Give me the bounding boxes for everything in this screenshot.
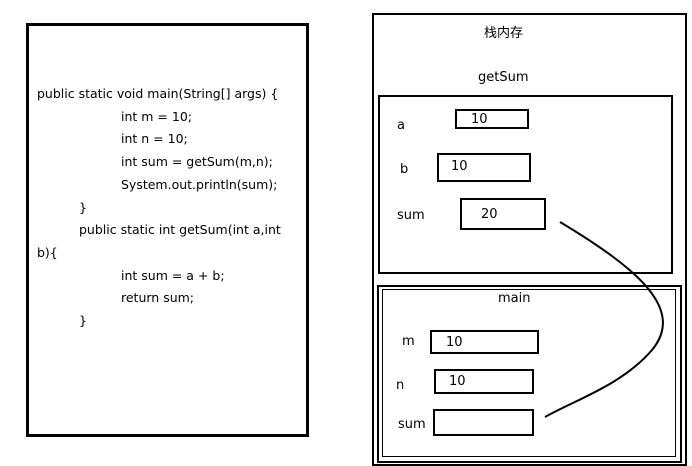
var-label-a: a bbox=[397, 118, 405, 133]
code-line: int n = 10; bbox=[121, 131, 188, 146]
code-line: public static void main(String[] args) { bbox=[37, 86, 279, 101]
var-label-n: n bbox=[396, 378, 405, 393]
code-line: int sum = a + b; bbox=[121, 268, 225, 283]
var-value-n: 10 bbox=[449, 374, 466, 389]
main-frame-outer bbox=[377, 285, 682, 463]
var-value-m: 10 bbox=[446, 335, 463, 350]
code-line: public static int getSum(int a,int bbox=[79, 222, 281, 237]
code-line: } bbox=[79, 313, 87, 328]
var-label-sum-getsum: sum bbox=[397, 208, 425, 223]
getsum-frame-title: getSum bbox=[478, 70, 529, 85]
code-panel bbox=[26, 23, 309, 437]
code-line: return sum; bbox=[121, 290, 195, 305]
var-cell-sum-getsum: 20 bbox=[460, 198, 546, 230]
var-label-m: m bbox=[402, 334, 415, 349]
code-line: } bbox=[79, 200, 87, 215]
code-line: System.out.println(sum); bbox=[121, 177, 278, 192]
var-label-sum-main: sum bbox=[398, 417, 426, 432]
var-value-b: 10 bbox=[451, 159, 468, 174]
stack-title: 栈内存 bbox=[484, 26, 524, 41]
var-cell-sum-main bbox=[433, 409, 534, 436]
main-frame-title: main bbox=[498, 291, 531, 306]
main-frame bbox=[382, 289, 676, 457]
code-line: b){ bbox=[37, 245, 58, 260]
code-line: int m = 10; bbox=[121, 109, 192, 124]
getsum-frame bbox=[378, 95, 673, 274]
code-line: int sum = getSum(m,n); bbox=[121, 154, 273, 169]
var-cell-b: 10 bbox=[437, 153, 531, 182]
var-cell-m: 10 bbox=[430, 330, 539, 354]
return-arrow-path bbox=[544, 221, 664, 418]
var-label-b: b bbox=[400, 162, 409, 177]
var-value-a: 10 bbox=[471, 112, 488, 127]
var-cell-n: 10 bbox=[434, 369, 534, 394]
var-value-sum-getsum: 20 bbox=[481, 207, 498, 222]
var-cell-a: 10 bbox=[455, 109, 529, 129]
stack-memory-panel bbox=[372, 13, 687, 466]
